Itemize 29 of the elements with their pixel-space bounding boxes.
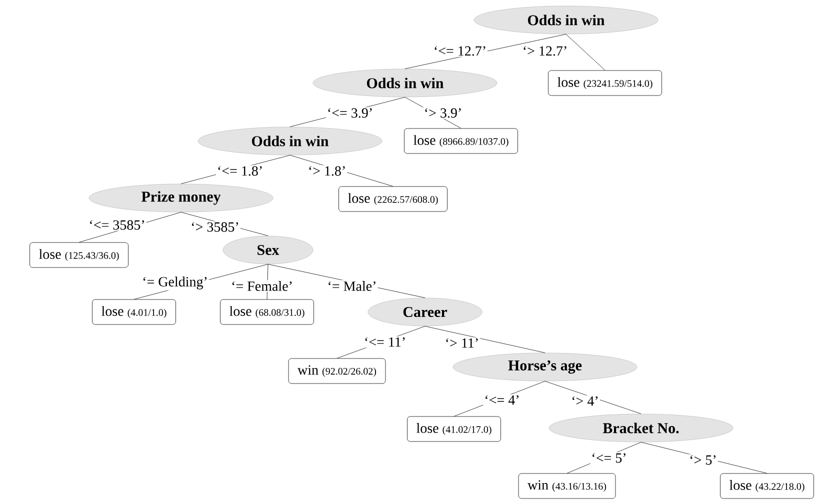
edge-label: ‘<= 3585’	[88, 219, 146, 231]
leaf-box: lose (43.22/18.0)	[720, 473, 814, 499]
edge-label: ‘> 1.8’	[306, 165, 348, 177]
edge-label: ‘> 3585’	[190, 221, 240, 233]
leaf-box: lose (4.01/1.0)	[92, 299, 176, 325]
edge-label: ‘= Gelding’	[141, 276, 209, 290]
edge-label: ‘= Male’	[326, 280, 378, 292]
edge-label: ‘<= 5’	[590, 452, 628, 464]
tree-branch	[566, 34, 606, 70]
leaf-box: win (92.02/26.02)	[288, 358, 386, 384]
leaf-box: lose (41.02/17.0)	[407, 416, 501, 442]
edge-label: ‘<= 3.9’	[326, 107, 374, 119]
edge-label: ‘<= 1.8’	[216, 165, 264, 177]
edge-label: ‘= Female’	[230, 280, 294, 292]
leaf-box: lose (8966.89/1037.0)	[404, 128, 518, 154]
edge-label: ‘> 12.7’	[521, 45, 569, 57]
edge-label: ‘> 5’	[688, 454, 718, 466]
leaf-box: win (43.16/13.16)	[518, 473, 616, 499]
leaf-box: lose (125.43/36.0)	[30, 242, 128, 268]
edge-label: ‘<= 12.7’	[432, 45, 488, 57]
tree-branch	[424, 326, 546, 353]
edge-label: ‘<= 11’	[362, 336, 408, 348]
edge-label: ‘> 4’	[570, 395, 600, 407]
edge-label: ‘> 11’	[444, 337, 480, 349]
edge-label: ‘<= 4’	[483, 394, 521, 406]
leaf-box: lose (68.08/31.0)	[220, 299, 314, 325]
leaf-box: lose (2262.57/608.0)	[338, 186, 448, 212]
leaf-box: lose (23241.59/514.0)	[548, 70, 662, 96]
edge-label: ‘> 3.9’	[422, 107, 464, 119]
